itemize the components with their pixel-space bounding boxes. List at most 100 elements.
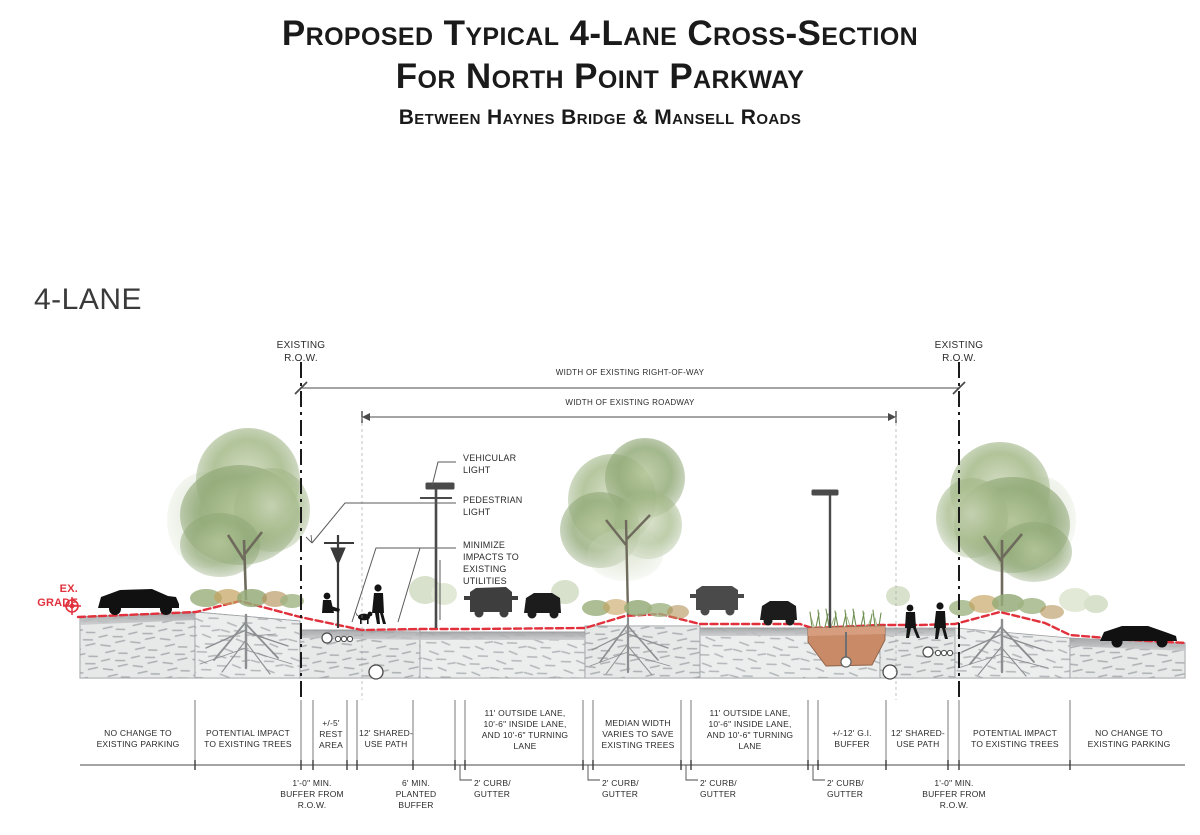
callout-utilities-line-3: EXISTING [463, 564, 507, 575]
sublabel-text: PLANTED [395, 789, 437, 800]
sublabel-text: BUFFER FROM [280, 789, 344, 800]
callout-vehicular-light: VEHICULAR LIGHT [463, 452, 573, 476]
tree-left [167, 428, 310, 675]
shrub-row-right [949, 594, 1064, 619]
tree-median [560, 438, 689, 676]
segment-text: TO EXISTING TREES [204, 739, 292, 750]
segment-text: POTENTIAL IMPACT [206, 728, 290, 738]
segment-text: +/-12' G.I. [832, 728, 872, 738]
segment-label-rest-area: +/-5' REST AREA [314, 718, 348, 751]
row-marker-left-line-2: R.O.W. [284, 352, 318, 364]
sublabel-text: 1'-0" MIN. [292, 778, 332, 788]
segment-label-right-trees: POTENTIAL IMPACT TO EXISTING TREES [961, 728, 1069, 750]
vehicle-inbound-2 [524, 593, 561, 619]
dimension-label-roadway: WIDTH OF EXISTING ROADWAY [565, 398, 695, 407]
row-marker-left: EXISTING R.O.W. [256, 340, 346, 366]
background-foliage [409, 576, 1108, 613]
sublabel-curb-gutter-1: 2' CURB/ GUTTER [474, 778, 534, 800]
segment-label-left-trees: POTENTIAL IMPACT TO EXISTING TREES [198, 728, 298, 750]
sublabel-text: BUFFER [398, 800, 434, 811]
sublabel-text: GUTTER [474, 789, 511, 800]
sublabel-text: 2' CURB/ [602, 778, 639, 788]
segment-text: 11' OUTSIDE LANE, [709, 708, 791, 718]
gi-plantings [809, 608, 882, 628]
shrub-row-median [582, 599, 689, 619]
vehicle-inbound-1 [464, 587, 518, 618]
callout-utilities-line-1: MINIMIZE [463, 540, 506, 550]
callout-leaders [305, 461, 456, 623]
person-walking-right [934, 602, 948, 639]
sublabel-text: GUTTER [827, 789, 864, 800]
sublabel-text: 2' CURB/ [700, 778, 737, 788]
row-marker-right-line-1: EXISTING [934, 340, 984, 351]
root-system-left [199, 613, 293, 675]
pedestrian-light-pole [324, 535, 354, 628]
sublabel-text: 1'-0" MIN. [934, 778, 974, 788]
segment-label-left-lanes: 11' OUTSIDE LANE, 10'-6" INSIDE LANE, AN… [466, 708, 584, 752]
callout-minimize-utilities: MINIMIZE IMPACTS TO EXISTING UTILITIES [463, 539, 573, 588]
sublabel-text: R.O.W. [939, 800, 969, 811]
lane-count-tag: 4-LANE [34, 283, 143, 316]
dimension-right-of-way [294, 381, 966, 395]
segment-text: 11' OUTSIDE LANE, [484, 708, 566, 718]
callout-pedestrian-light-line-2: LIGHT [463, 507, 491, 518]
callout-utilities-line-2: IMPACTS TO [463, 552, 520, 563]
vehicular-light-pole [420, 482, 455, 628]
callout-pedestrian-light-line-1: PEDESTRIAN [463, 495, 523, 505]
underground-utilities [321, 632, 954, 680]
segment-label-left-path: 12' SHARED- USE PATH [357, 728, 415, 750]
segment-text: 12' SHARED- [359, 728, 413, 738]
segment-label-right-lanes: 11' OUTSIDE LANE, 10'-6" INSIDE LANE, AN… [692, 708, 808, 752]
person-walking-dog [372, 584, 386, 624]
sublabel-curb-gutter-3: 2' CURB/ GUTTER [700, 778, 760, 800]
segment-text: EXISTING PARKING [96, 739, 180, 750]
root-system-right [957, 618, 1049, 677]
sublabel-text: 2' CURB/ [827, 778, 864, 788]
segment-label-gi-buffer: +/-12' G.I. BUFFER [819, 728, 885, 750]
segment-text: USE PATH [364, 739, 408, 750]
sublabel-text: GUTTER [602, 789, 639, 800]
row-boundary-lines [300, 362, 960, 700]
page-subtitle: Between Haynes Bridge & Mansell Roads [398, 106, 802, 130]
callout-vehicular-light-line-1: VEHICULAR [463, 453, 517, 463]
shrub-row-left [190, 589, 304, 608]
segment-text: VARIES TO SAVE [602, 729, 674, 740]
segment-text: LANE [738, 741, 762, 752]
segment-text: USE PATH [896, 739, 940, 750]
vehicle-outbound-2 [760, 601, 797, 626]
segment-text: 12' SHARED- [891, 728, 945, 738]
segment-text: 10'-6" INSIDE LANE, [708, 719, 792, 730]
row-marker-left-line-1: EXISTING [276, 340, 326, 351]
sublabel-right-row-buffer: 1'-0" MIN. BUFFER FROM R.O.W. [906, 778, 1002, 811]
existing-grade-line-2: GRADE [37, 596, 78, 609]
row-marker-right: EXISTING R.O.W. [914, 340, 1004, 366]
title-block: Proposed Typical 4-Lane Cross-Section Fo… [0, 14, 1200, 130]
segment-text: 10'-6" INSIDE LANE, [483, 719, 567, 730]
segment-text: NO CHANGE TO [1095, 728, 1163, 738]
segment-label-median: MEDIAN WIDTH VARIES TO SAVE EXISTING TRE… [594, 718, 682, 751]
segment-label-right-parking: NO CHANGE TO EXISTING PARKING [1074, 728, 1184, 750]
vehicle-outbound-1 [690, 586, 744, 616]
sublabel-text: BUFFER FROM [922, 789, 986, 800]
person-jogging-right [905, 604, 920, 638]
page-title-line-2: For North Point Parkway [395, 57, 805, 97]
segment-text: NO CHANGE TO [104, 728, 172, 738]
row-marker-right-line-2: R.O.W. [942, 352, 976, 364]
tree-right [936, 442, 1076, 677]
segment-text: MEDIAN WIDTH [605, 718, 671, 728]
sublabel-text: R.O.W. [297, 800, 327, 811]
existing-grade-line [63, 597, 1188, 645]
segment-text: AND 10'-6" TURNING [481, 730, 569, 741]
segment-text: +/-5' [322, 718, 340, 728]
segment-text: POTENTIAL IMPACT [973, 728, 1057, 738]
segment-text: REST [319, 729, 343, 740]
segment-label-left-parking: NO CHANGE TO EXISTING PARKING [84, 728, 192, 750]
segment-text: EXISTING PARKING [1087, 739, 1171, 750]
callout-vehicular-light-line-2: LIGHT [463, 465, 491, 476]
dog-icon [355, 611, 373, 624]
root-system-median [589, 616, 671, 676]
sublabel-left-row-buffer: 1'-0" MIN. BUFFER FROM R.O.W. [264, 778, 360, 811]
callout-utilities-line-4: UTILITIES [463, 576, 507, 587]
segment-text: AND 10'-6" TURNING [706, 730, 794, 741]
